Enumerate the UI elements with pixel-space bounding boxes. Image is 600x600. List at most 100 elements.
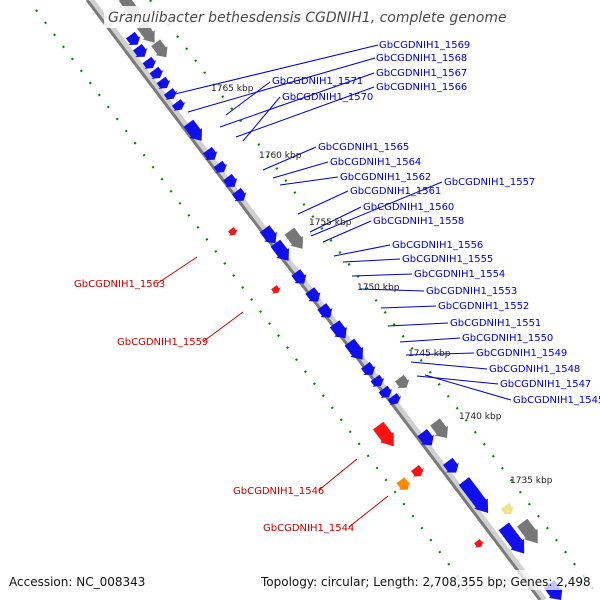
gene-label-1571[interactable]: GbCGDNIH1_1571	[272, 76, 363, 87]
gene-arrow-forward[interactable]	[232, 187, 247, 201]
reverse-label-leader	[318, 458, 358, 491]
gene-arrow-forward[interactable]	[498, 522, 525, 554]
gene-arrow-reverse[interactable]	[373, 421, 394, 447]
gene-arrow-forward[interactable]	[213, 160, 228, 173]
page-title: Granulibacter bethesdensis CGDNIH1, comp…	[108, 10, 507, 26]
gene-arrow-forward[interactable]	[443, 457, 459, 473]
title-backdrop	[104, 6, 498, 28]
gene-arrow-forward[interactable]	[387, 393, 402, 405]
gene-label-1558[interactable]: GbCGDNIH1_1558	[373, 216, 464, 227]
gene-label-1552[interactable]: GbCGDNIH1_1552	[438, 301, 529, 312]
gene-arrow-forward[interactable]	[259, 225, 277, 244]
forward-label-leader	[416, 375, 499, 385]
gene-arrow-forward[interactable]	[163, 88, 178, 100]
forward-label-leader	[297, 190, 349, 215]
gene-arrow-reverse[interactable]	[271, 285, 281, 294]
forward-label-leader	[262, 146, 317, 171]
gene-arrow-grey[interactable]	[517, 518, 538, 544]
gene-arrow-forward[interactable]	[171, 99, 186, 111]
gene-arrow-forward[interactable]	[149, 66, 164, 79]
gene-arrow-reverse[interactable]	[474, 539, 484, 548]
gene-label-1566[interactable]: GbCGDNIH1_1566	[376, 82, 467, 93]
accession-text: Accession: NC_008343	[9, 575, 145, 589]
forward-gene-labels: GbCGDNIH1_1569 GbCGDNIH1_1568 GbCGDNIH1_…	[272, 40, 600, 406]
forward-label-leader	[380, 305, 437, 309]
forward-label-leader	[424, 374, 512, 401]
gene-arrow-reverse[interactable]	[228, 227, 238, 236]
forward-label-leader	[405, 352, 475, 356]
gene-arrow-reverse[interactable]	[411, 465, 424, 477]
kbp-tick-label: 1765 kbp	[211, 84, 254, 94]
reverse-label-leader	[203, 311, 244, 342]
gene-arrow-grey[interactable]	[284, 227, 303, 249]
gene-label-1568[interactable]: GbCGDNIH1_1568	[376, 53, 467, 64]
gene-arrow-yellow[interactable]	[501, 503, 514, 515]
gene-label-1546[interactable]: GbCGDNIH1_1546	[233, 486, 324, 497]
gene-label-1556[interactable]: GbCGDNIH1_1556	[392, 240, 483, 251]
gene-label-1549[interactable]: GbCGDNIH1_1549	[476, 348, 567, 359]
gene-label-1544[interactable]: GbCGDNIH1_1544	[263, 523, 354, 534]
gene-arrow-forward[interactable]	[361, 361, 376, 375]
gene-label-1560[interactable]: GbCGDNIH1_1560	[363, 202, 454, 213]
kbp-tick-label: 1745 kbp	[408, 349, 451, 359]
gene-label-1548[interactable]: GbCGDNIH1_1548	[489, 364, 580, 375]
gene-arrow-forward[interactable]	[203, 146, 218, 160]
forward-label-leader	[359, 288, 425, 292]
reverse-label-leader	[348, 495, 389, 528]
label-leaders	[157, 44, 512, 528]
forward-label-leader	[225, 81, 271, 116]
kbp-tick-label: 1740 kbp	[459, 412, 502, 422]
gene-arrow-forward[interactable]	[133, 43, 148, 57]
gene-arrow-grey[interactable]	[395, 374, 410, 388]
gene-label-1555[interactable]: GbCGDNIH1_1555	[402, 254, 493, 265]
forward-label-leader	[310, 181, 443, 237]
gene-label-1562[interactable]: GbCGDNIH1_1562	[340, 172, 431, 183]
kbp-tick-label: 1735 kbp	[510, 476, 553, 486]
gene-arrow-forward[interactable]	[417, 429, 434, 446]
gene-arrow-forward[interactable]	[270, 239, 289, 261]
gene-label-1557[interactable]: GbCGDNIH1_1557	[444, 177, 535, 188]
kbp-tick-labels: 1765 kbp 1760 kbp 1755 kbp 1750 kbp 1745…	[211, 84, 553, 486]
forward-label-leader	[235, 86, 375, 138]
gene-arrow-forward[interactable]	[370, 374, 385, 387]
inner-reverse-guide	[35, 9, 469, 591]
gene-arrow-forward[interactable]	[317, 303, 333, 318]
gene-label-1553[interactable]: GbCGDNIH1_1553	[426, 286, 517, 297]
gene-label-1564[interactable]: GbCGDNIH1_1564	[330, 157, 421, 168]
gene-label-1569[interactable]: GbCGDNIH1_1569	[379, 40, 470, 51]
gene-features	[118, 0, 563, 600]
gene-arrow-orange[interactable]	[396, 477, 410, 490]
gene-label-1565[interactable]: GbCGDNIH1_1565	[318, 142, 409, 153]
gene-arrow-forward[interactable]	[156, 76, 171, 89]
gene-arrow-forward[interactable]	[344, 338, 363, 360]
gene-arrow-forward[interactable]	[329, 320, 347, 339]
kbp-tick-label: 1750 kbp	[357, 283, 400, 293]
forward-label-leader	[272, 161, 329, 179]
footer-backdrop	[256, 570, 596, 590]
gene-label-1551[interactable]: GbCGDNIH1_1551	[450, 318, 541, 329]
gene-label-1550[interactable]: GbCGDNIH1_1550	[462, 333, 553, 344]
gene-arrow-forward[interactable]	[223, 173, 238, 187]
gene-arrow-grey[interactable]	[151, 39, 168, 58]
gene-label-1554[interactable]: GbCGDNIH1_1554	[414, 269, 505, 280]
forward-label-leader	[309, 206, 362, 233]
gene-label-1561[interactable]: GbCGDNIH1_1561	[350, 186, 441, 197]
gene-label-1547[interactable]: GbCGDNIH1_1547	[500, 379, 591, 390]
gene-arrow-forward[interactable]	[291, 269, 307, 284]
kbp-tick-label: 1760 kbp	[259, 151, 302, 161]
gene-label-1570[interactable]: GbCGDNIH1_1570	[282, 92, 373, 103]
gene-arrow-forward[interactable]	[142, 56, 157, 69]
gene-arrow-forward[interactable]	[305, 287, 321, 302]
gene-arrow-grey[interactable]	[430, 418, 448, 438]
reverse-label-leader	[157, 256, 198, 284]
gene-label-1567[interactable]: GbCGDNIH1_1567	[376, 68, 467, 79]
gene-label-1545[interactable]: GbCGDNIH1_1545	[513, 395, 600, 406]
gene-label-1559[interactable]: GbCGDNIH1_1559	[117, 337, 208, 348]
gene-arrow-forward[interactable]	[126, 31, 141, 45]
gene-arrow-forward[interactable]	[458, 477, 489, 513]
forward-label-leader	[333, 244, 391, 257]
gene-label-1563[interactable]: GbCGDNIH1_1563	[74, 279, 165, 290]
gene-arrow-forward[interactable]	[183, 119, 202, 141]
gene-arrow-forward[interactable]	[378, 385, 393, 398]
